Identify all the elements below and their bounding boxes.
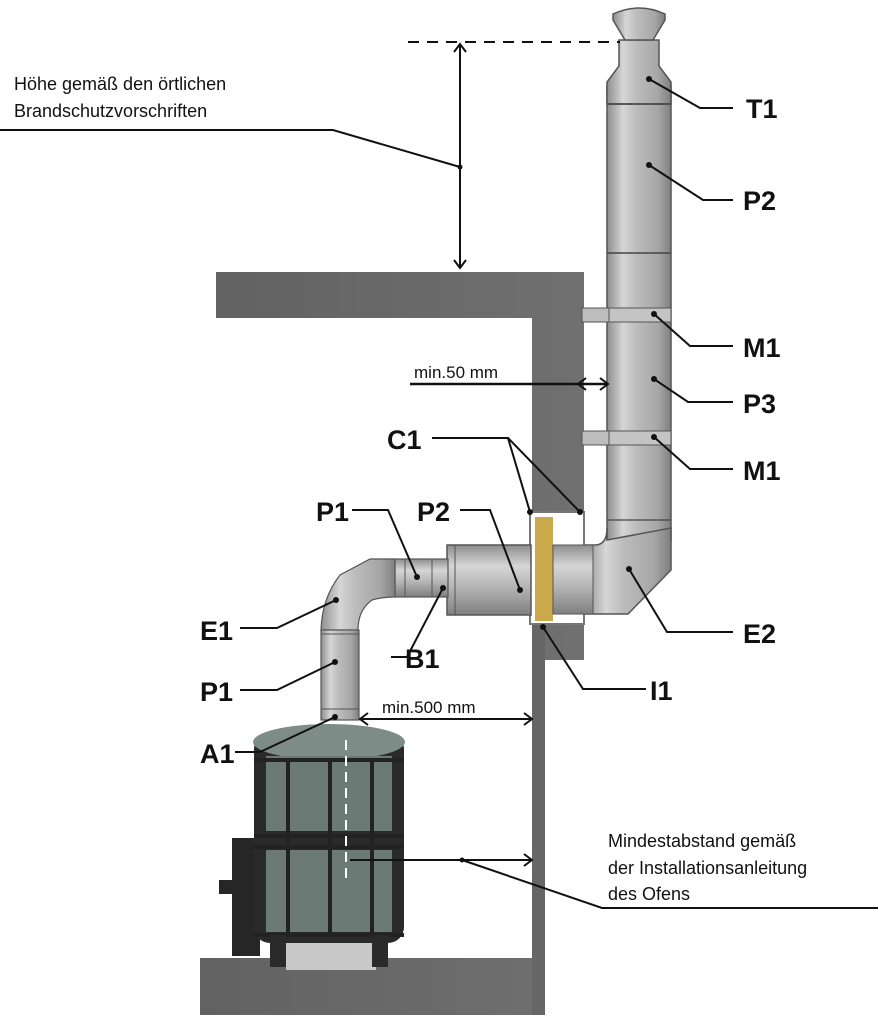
label-p1-vertical: P1 [200,677,233,707]
label-p2-wall: P2 [417,497,450,527]
height-note-line1: Höhe gemäß den örtlichen [14,74,226,94]
sauna-stove [219,724,405,970]
wall-bracket-lower [581,430,613,446]
label-p2-top: P2 [743,186,776,216]
elbow-e1 [320,558,396,631]
stones-top [253,724,405,760]
stove-wall-dimension [358,712,534,726]
wall-clearance-label: min.50 mm [414,363,498,382]
wall-lower-side [532,622,545,1015]
chimney-cap-cone [606,39,672,105]
wall-bracket-upper [581,307,613,323]
stove-pipe-assembly [320,558,449,721]
label-m1-lower: M1 [743,456,781,486]
label-p3: P3 [743,389,776,419]
label-b1: B1 [405,644,440,674]
horizontal-pipe-through-wall [446,544,594,616]
rain-cap [612,7,666,41]
ceiling-slab [216,272,584,512]
insulation-i1 [535,517,553,621]
stove-min-distance-dimension [350,853,878,909]
label-c1: C1 [387,425,422,455]
lower-wall [200,622,584,1015]
label-p1-horizontal: P1 [316,497,349,527]
leader-lines [235,76,733,753]
label-e1: E1 [200,616,233,646]
min-distance-note-line2: der Installationsanleitung [608,858,807,878]
label-t1: T1 [746,94,778,124]
label-i1: I1 [650,676,673,706]
stove-wall-label: min.500 mm [382,698,476,717]
label-e2: E2 [743,619,776,649]
min-distance-note-line3: des Ofens [608,884,690,904]
height-dimension [0,41,620,270]
height-note-line2: Brandschutzvorschriften [14,101,207,121]
label-a1: A1 [200,739,235,769]
vertical-chimney [581,7,672,542]
label-m1-upper: M1 [743,333,781,363]
building-structure [200,272,584,1015]
wall-clearance-dimension [410,377,610,391]
min-distance-note-line1: Mindestabstand gemäß [608,831,796,851]
